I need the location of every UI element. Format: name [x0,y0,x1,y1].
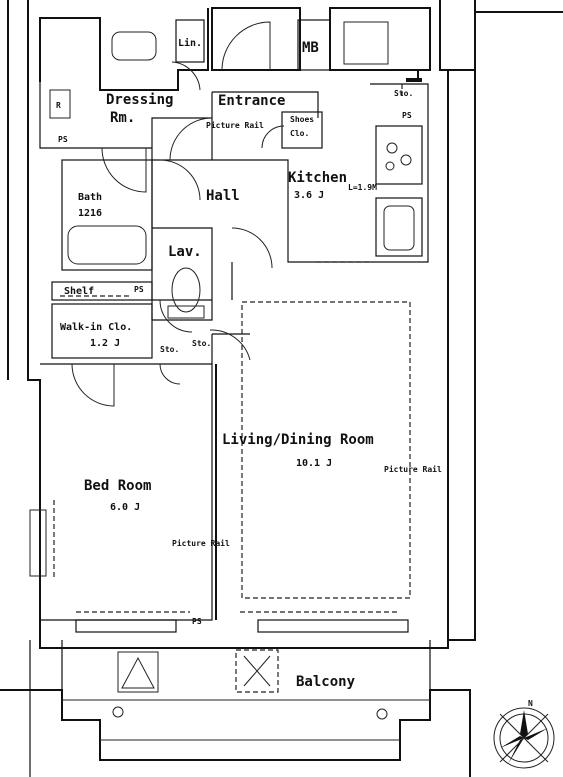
label-picture-rail: Picture Rail [172,538,230,548]
fixtures [29,21,415,577]
kitchen-sink [383,205,415,251]
label-shelf: Shelf [64,286,94,297]
label-kitchen-size: 3.6 J [294,190,324,201]
label-ps: PS [192,617,202,626]
label-lav: Lav. [168,244,202,260]
doors [71,21,285,407]
label-lin: Lin. [178,37,202,49]
label-ps: PS [58,135,68,144]
annotation-labels: Shoes Clo. Sto. Sto. Sto. PS PS PS PS Pi… [56,89,533,708]
room-labels: Dressing Rm. Entrance MB Lin. Hall Kitch… [60,37,374,690]
stove-burner [386,142,398,154]
label-picture-rail: Picture Rail [384,464,442,474]
label-ps: PS [134,285,144,294]
label-bedroom: Bed Room [84,478,151,494]
label-compass-n: N [528,699,533,708]
label-dressing-rm: Rm. [110,110,135,126]
label-r: R [56,101,61,110]
label-kitchen: Kitchen [288,170,347,186]
label-sto: Sto. [394,89,413,98]
label-ps: PS [402,111,412,120]
dashed-outlines [53,84,411,693]
balcony-area [0,78,471,777]
label-sto: Sto. [192,339,211,348]
stove-burner [400,154,412,166]
label-living-size: 10.1 J [296,458,332,469]
ac-unit [343,21,389,65]
label-kitchen-note: L=1.9M [348,183,377,192]
label-hall: Hall [206,188,240,204]
label-bath: Bath [78,192,102,203]
label-bedroom-size: 6.0 J [110,502,140,513]
lav-counter [167,305,205,319]
label-entrance: Entrance [218,93,285,109]
compass [493,707,555,769]
label-dressing: Dressing [106,92,173,108]
interior-walls [39,19,429,633]
label-picture-rail: Picture Rail [206,120,264,130]
label-sto: Sto. [160,345,179,354]
label-living: Living/Dining Room [222,432,374,448]
label-bath-size: 1216 [78,208,102,219]
r-cabinet [49,89,71,119]
label-walkin: Walk-in Clo. [60,321,132,333]
label-mb: MB [302,40,319,56]
bedroom-window [29,509,47,577]
washer [111,31,157,61]
label-balcony: Balcony [296,674,356,690]
toilet [171,267,201,313]
label-shoes-clo: Clo. [290,129,309,138]
label-walkin-size: 1.2 J [90,338,120,349]
label-shoes: Shoes [290,115,314,124]
stove-burner [385,161,395,171]
